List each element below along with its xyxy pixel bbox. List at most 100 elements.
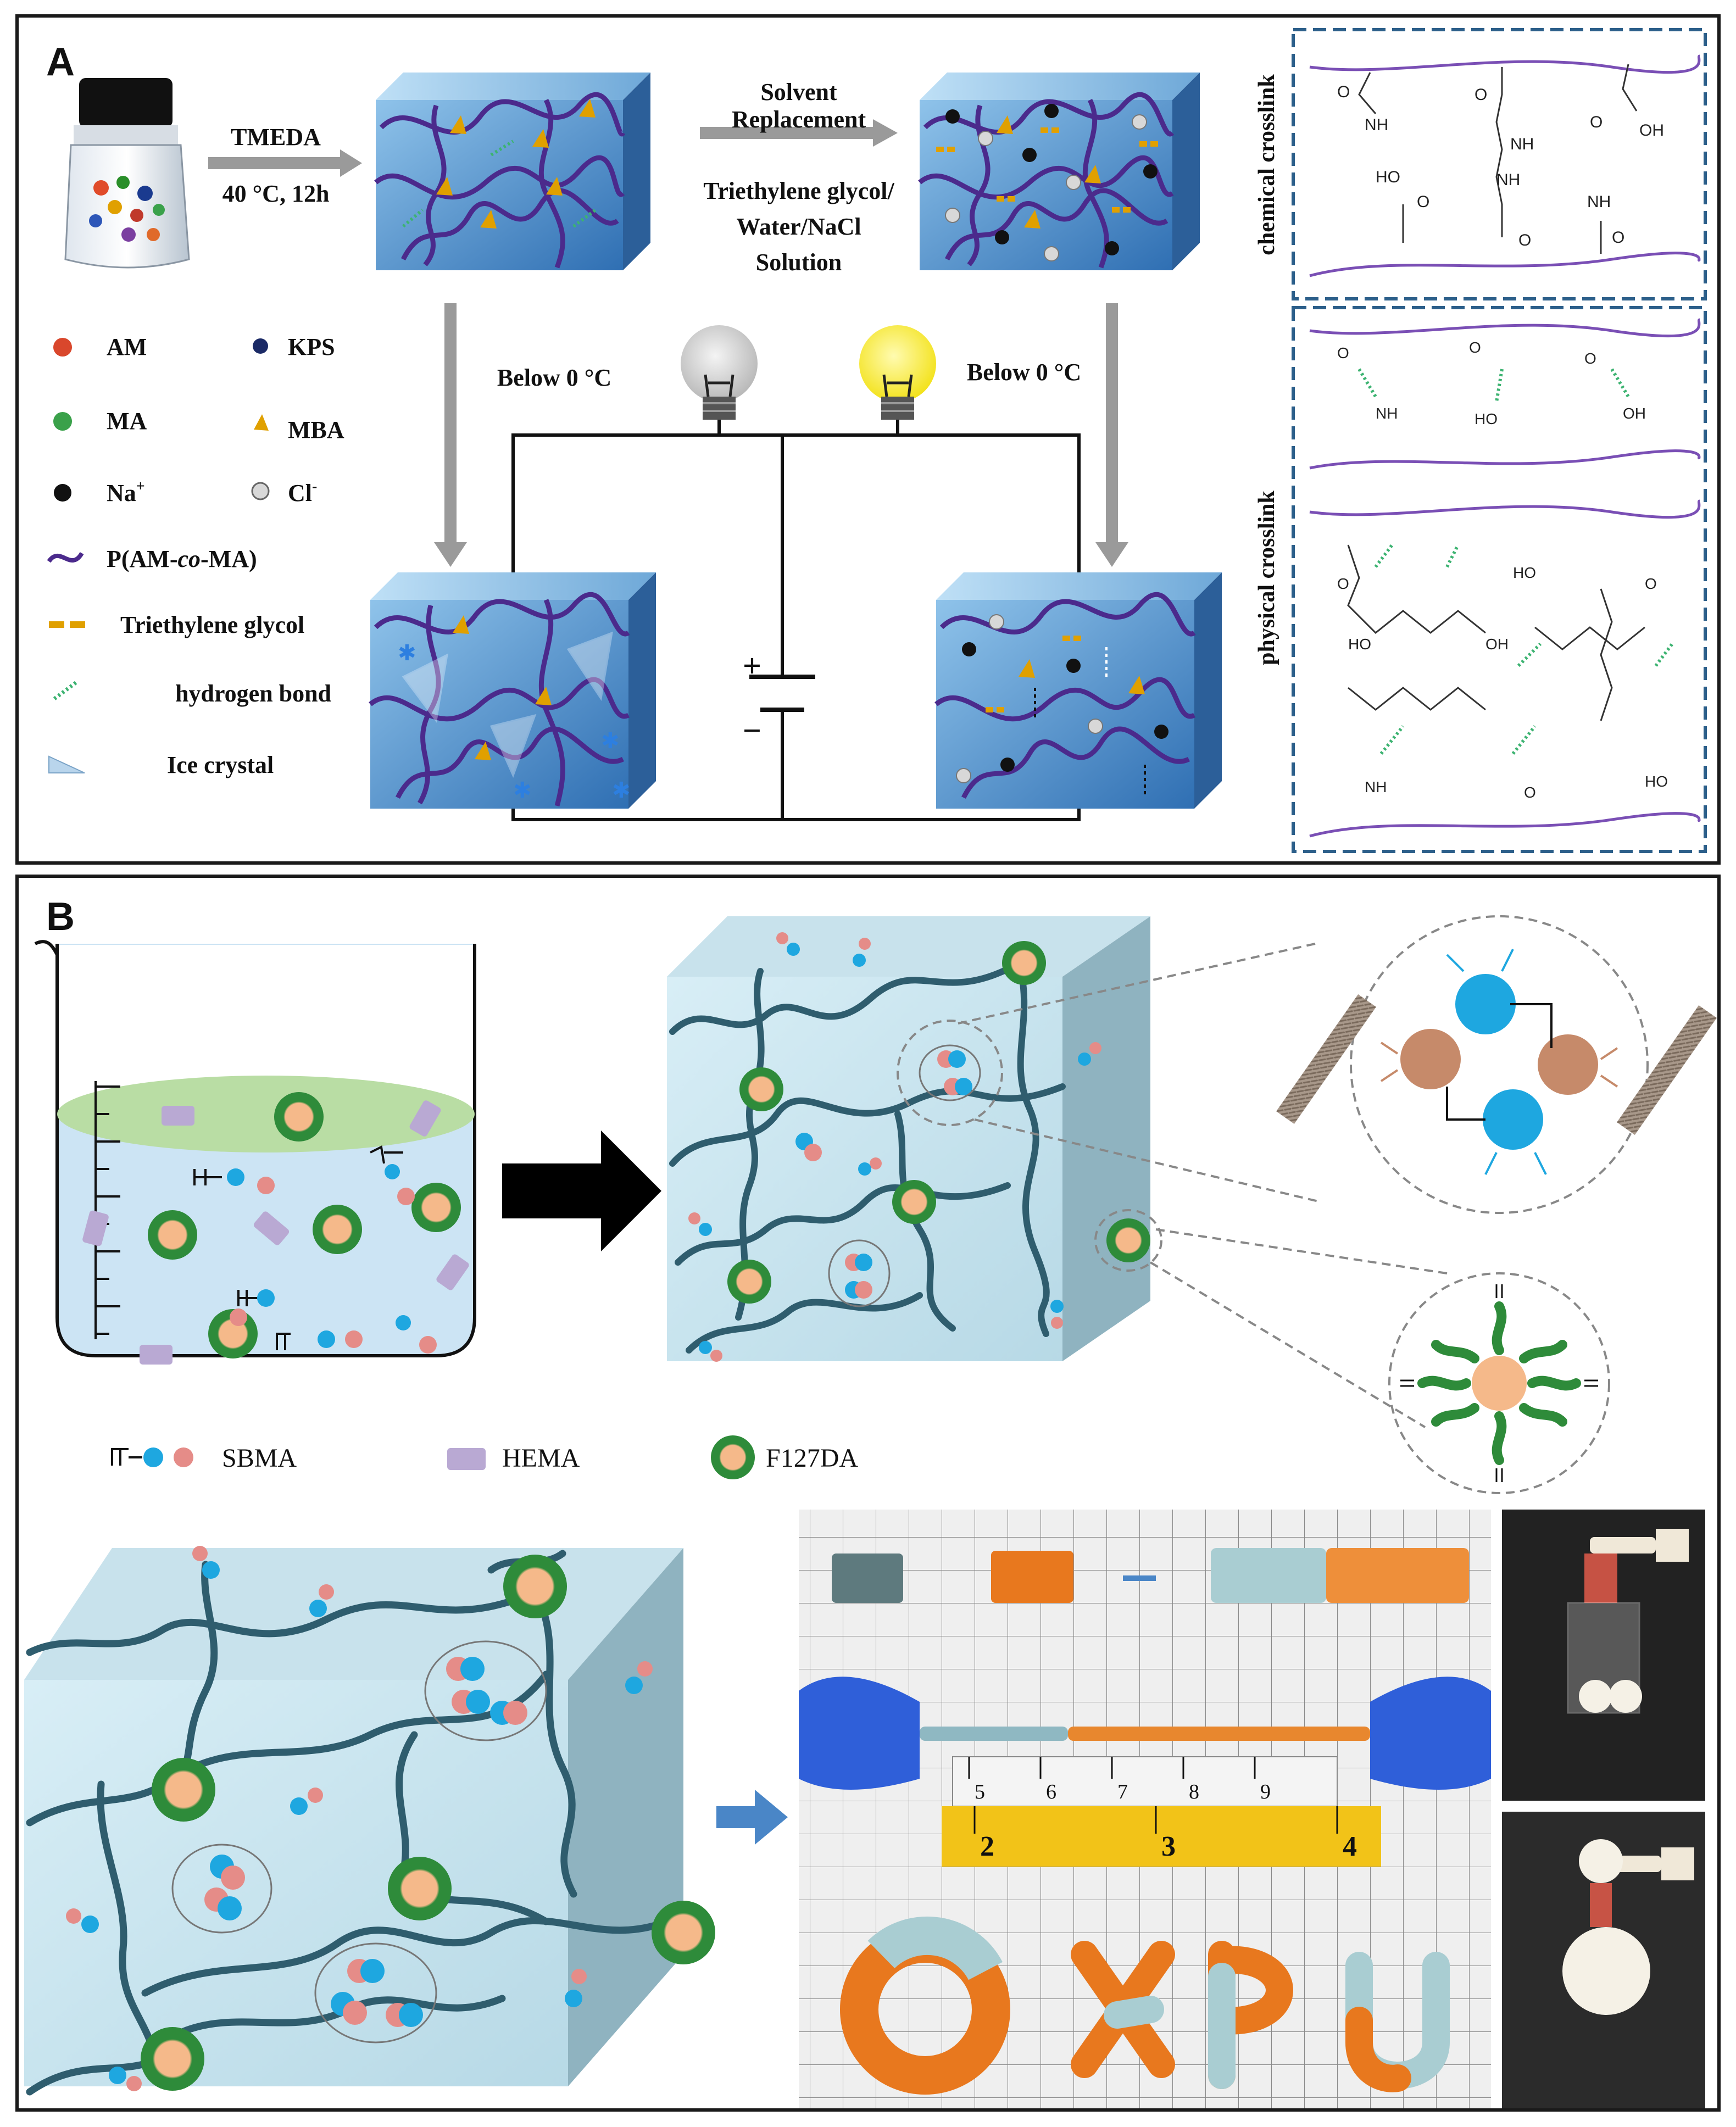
chemical-crosslink-labels: O NH O O OH NH NH HO O O NH O: [1337, 83, 1664, 249]
svg-text:OH: OH: [1485, 636, 1509, 653]
chemical-crosslink-box: [1292, 28, 1707, 300]
legend-ma: MA: [107, 408, 147, 435]
step2-line1: Solvent: [760, 79, 837, 105]
ice-icon: [48, 755, 85, 773]
below-zero-left: Below 0 °C: [497, 364, 611, 391]
step2-line4: Water/NaCl: [736, 213, 861, 240]
svg-text:NH: NH: [1587, 193, 1611, 211]
svg-text:O: O: [1584, 350, 1596, 367]
legend-ice: Ice crystal: [167, 751, 274, 778]
pendant-sbma-small: [688, 932, 1101, 1362]
step1-conditions: 40 °C, 12h: [222, 180, 330, 207]
panel-b: B: [15, 875, 1721, 2112]
legend-na: Na: [107, 480, 136, 506]
ruler-7: 7: [1117, 1780, 1128, 1803]
polymer-icon: [47, 552, 84, 563]
photo-collage: 5 6 7 8 9 2 3 4: [799, 1510, 1491, 2108]
na-icon: [54, 484, 71, 502]
svg-text:HO: HO: [1513, 564, 1536, 581]
legend-hbond: hydrogen bond: [175, 680, 331, 707]
ruler-8: 8: [1189, 1780, 1199, 1803]
legend-b: SBMA HEMA F127DA: [111, 1435, 858, 1479]
legend-am: AM: [107, 333, 147, 360]
chemical-crosslink-structure: [1309, 54, 1701, 277]
sbma-icon: [111, 1448, 142, 1466]
hema-icon: [447, 1448, 486, 1470]
sbma-pairs-large: [204, 1657, 527, 2027]
pendant-sbma-large: [66, 1546, 653, 2091]
ruler-9: 9: [1260, 1780, 1271, 1803]
gel-cube-replaced: [918, 73, 1200, 270]
svg-text:O: O: [1612, 229, 1624, 247]
mba-icon: [254, 414, 269, 431]
arrow-to-photos: [716, 1790, 788, 1845]
physical-crosslink-box: [1292, 306, 1707, 853]
svg-text:O: O: [1417, 193, 1429, 211]
svg-text:✱: ✱: [398, 641, 416, 666]
zoom-lines: [897, 915, 1649, 1494]
below-zero-right: Below 0 °C: [967, 359, 1081, 386]
battery-plus: +: [743, 648, 761, 684]
ruler-6: 6: [1046, 1780, 1056, 1803]
physical-crosslink-structure: [1309, 318, 1701, 838]
ruler-5: 5: [975, 1780, 985, 1803]
adhesion-photos: [1502, 1510, 1705, 2108]
step1-reagent: TMEDA: [231, 124, 321, 151]
hbond-icon: [53, 681, 78, 700]
svg-text:O: O: [1475, 86, 1487, 104]
svg-text:✱: ✱: [513, 778, 532, 803]
svg-text:NH: NH: [1496, 171, 1520, 189]
svg-text:HO: HO: [1645, 773, 1668, 790]
ruler-inch-3: 3: [1161, 1831, 1176, 1862]
zoomed-micelle: [1400, 1284, 1598, 1482]
physical-bonds: [1347, 544, 1645, 721]
reagent-bottle: [64, 78, 190, 269]
svg-text:O: O: [1590, 113, 1603, 131]
svg-text:NH: NH: [1365, 116, 1388, 134]
panel-b-diagram: SBMA HEMA F127DA: [24, 915, 1717, 2108]
sbma-pairs-small: [795, 1050, 972, 1299]
arrow-polymerize: [502, 1131, 661, 1251]
legend-sbma: SBMA: [222, 1444, 297, 1473]
step2-line5: Solution: [756, 249, 842, 276]
legend-a: AM KPS MA MBA Na+ Cl- P(AM-co-MA) Trieth…: [47, 333, 344, 778]
svg-text:Cl-: Cl-: [288, 478, 317, 506]
svg-text:O: O: [1337, 344, 1349, 361]
battery-minus: −: [743, 712, 761, 749]
svg-text:OH: OH: [1639, 121, 1664, 140]
svg-text:OH: OH: [1623, 405, 1646, 422]
svg-text:O: O: [1518, 231, 1531, 249]
svg-text:✱: ✱: [601, 728, 620, 754]
svg-text:HO: HO: [1376, 168, 1400, 186]
svg-text:✱: ✱: [612, 778, 631, 803]
network-cube-large: [24, 1546, 715, 2096]
legend-hema: HEMA: [502, 1444, 580, 1473]
panel-a-diagram: TMEDA 40 °C, 12h Solvent Replacement: [47, 28, 1707, 853]
legend-cl: Cl: [288, 480, 312, 506]
physical-hbonds: [1357, 368, 1674, 755]
svg-text:O: O: [1337, 83, 1350, 101]
physical-crosslink-labels: O NH O HO O OH O HO OH HO O NH O HO: [1337, 339, 1668, 801]
bulb-on-icon: [859, 325, 936, 420]
ruler-inch-4: 4: [1343, 1831, 1357, 1862]
gel-cube-frozen: ✱ ✱ ✱ ✱: [369, 572, 656, 809]
svg-text:O: O: [1469, 339, 1481, 356]
svg-text:Na+: Na+: [107, 478, 145, 506]
legend-teg: Triethylene glycol: [120, 611, 304, 638]
legend-kps: KPS: [288, 333, 335, 360]
gel-cube-conductive: [934, 572, 1222, 809]
legend-f127da: F127DA: [766, 1444, 858, 1473]
step2-line3: Triethylene glycol/: [703, 177, 894, 204]
panel-a-label: A: [46, 40, 75, 84]
svg-text:O: O: [1337, 575, 1349, 592]
kps-icon: [253, 338, 268, 354]
cl-icon: [251, 482, 270, 500]
legend-polymer: P(AM-co-MA): [107, 545, 257, 572]
svg-text:NH: NH: [1376, 405, 1398, 422]
panel-b-label: B: [46, 895, 75, 939]
physical-crosslink-label: physical crosslink: [1254, 490, 1279, 665]
ma-icon: [53, 412, 72, 431]
zoomed-zwitterion-pair: [1276, 949, 1717, 1175]
f127da-icon: [711, 1435, 755, 1479]
svg-text:HO: HO: [1348, 636, 1371, 653]
